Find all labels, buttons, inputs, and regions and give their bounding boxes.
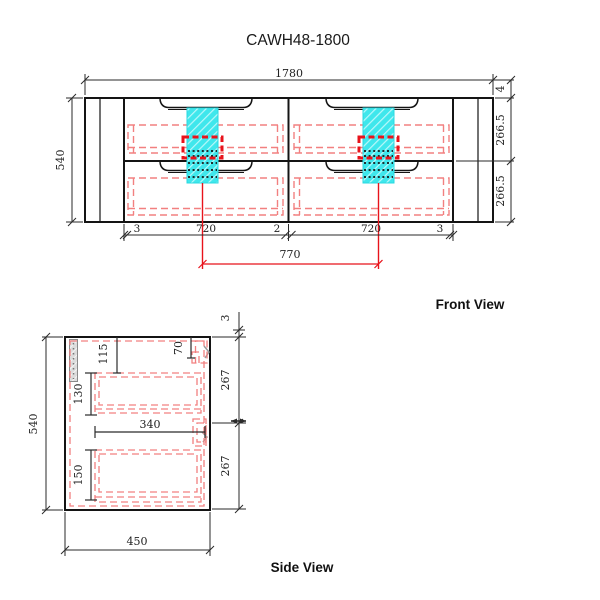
front-view-label: Front View	[436, 297, 505, 312]
side-hidden-internals	[69, 340, 208, 507]
dim-front-lower-height: 266.5	[494, 175, 507, 207]
dim-front-top-gap: 4	[494, 86, 507, 93]
side-cabinet-outline	[64, 336, 211, 511]
side-view-label: Side View	[271, 560, 334, 575]
dim-side-top-clearance: 70	[172, 341, 185, 355]
dim-side-total-height: 540	[27, 414, 40, 435]
side-mid-arrows	[231, 418, 246, 424]
wall-rail	[69, 339, 78, 382]
drawing-title: CAWH48-1800	[246, 32, 350, 49]
dim-front-center-gap: 2	[274, 223, 281, 235]
dim-side-rail-drop: 115	[97, 344, 110, 365]
hanger-brackets-and-spacing	[181, 135, 400, 269]
dim-side-back-top-gap: 3	[219, 315, 232, 322]
dim-front-upper-height: 266.5	[494, 114, 507, 146]
dim-side-lower-drawer-side: 150	[72, 465, 85, 486]
dim-side-internal-depth: 340	[140, 418, 161, 431]
dim-front-right-drawer-width: 720	[361, 223, 381, 235]
side-internal-dimension-lines	[85, 337, 206, 501]
dim-front-left-gap: 3	[134, 223, 141, 235]
dim-side-total-depth: 450	[127, 535, 148, 548]
dim-front-right-gap: 3	[437, 223, 444, 235]
wall-hanger-strips	[186, 107, 395, 184]
dim-front-left-drawer-width: 720	[196, 223, 216, 235]
front-dimension-lines	[66, 74, 516, 241]
front-cabinet-outline	[84, 97, 494, 223]
dim-side-upper-opening: 267	[219, 370, 232, 391]
dim-hanger-spacing: 770	[280, 248, 301, 261]
side-view: 115 70 130 150 340 540 450 3 267 267 Sid…	[27, 312, 334, 575]
dim-front-total-width: 1780	[275, 67, 303, 80]
front-view: 770	[54, 67, 516, 312]
dim-front-total-height: 540	[54, 150, 67, 171]
hanger-fixing-dotted-lines	[188, 150, 393, 178]
dim-side-lower-opening: 267	[219, 456, 232, 477]
dim-side-upper-drawer-side: 130	[72, 384, 85, 405]
